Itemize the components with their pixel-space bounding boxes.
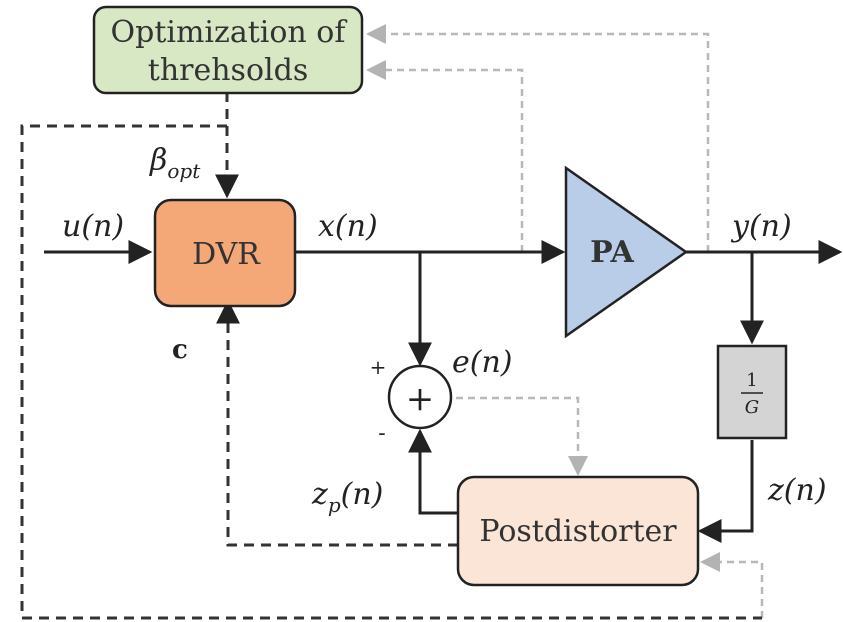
label-beta-base: β: [149, 143, 167, 178]
label-y: y(n): [730, 209, 792, 244]
gray-feedback-paths: [366, 24, 764, 618]
feedback-y-to-optimization: [366, 24, 710, 252]
dvr-block: DVR: [153, 198, 297, 308]
pa-label: PA: [590, 235, 634, 270]
outer-loop-path: [20, 124, 762, 620]
gain-to-postdistorter-path: [697, 440, 754, 543]
optimization-label-line2: threhsolds: [148, 53, 308, 88]
coefficient-path: [216, 299, 458, 547]
error-to-postdistorter: [444, 396, 588, 476]
postdistorter-block: Postdistorter: [456, 475, 700, 587]
dvr-label: DVR: [192, 237, 261, 272]
summing-junction: + + -: [370, 355, 453, 446]
dvr-box: [153, 198, 297, 308]
gain-box: [716, 344, 788, 440]
postdistorter-box: [456, 475, 700, 587]
summer-plus-sign: +: [370, 355, 387, 379]
gain-numerator: 1: [746, 370, 757, 391]
label-zp-sub: p: [328, 493, 341, 517]
gain-denominator: G: [745, 397, 759, 418]
label-z: z(n): [767, 473, 827, 508]
summer-symbol: +: [406, 379, 435, 419]
optimization-box: [92, 5, 364, 95]
label-x: x(n): [318, 209, 378, 244]
label-e: e(n): [452, 345, 512, 380]
pa-triangle: [564, 165, 689, 339]
postdistorter-label: Postdistorter: [479, 514, 677, 549]
label-beta-opt: βopt: [149, 143, 201, 183]
feedback-to-postdistorter-bottom: [700, 552, 764, 618]
summer-circle: [387, 364, 453, 430]
label-beta-sub: opt: [167, 159, 201, 183]
feedback-x-to-optimization: [366, 60, 524, 252]
pa-block: PA: [564, 165, 689, 339]
optimization-block: Optimization of threhsolds: [92, 5, 364, 95]
label-zp-base: z: [311, 477, 328, 512]
gain-block: 1 G: [716, 344, 788, 440]
label-zp: zp(n): [311, 477, 383, 517]
label-u: u(n): [62, 209, 124, 244]
dashed-control-paths: [20, 92, 762, 620]
postdistorter-to-summer-path: [408, 428, 458, 515]
optimization-label-line1: Optimization of: [111, 15, 348, 50]
label-zp-arg: (n): [341, 477, 384, 512]
summer-minus-sign: -: [378, 421, 385, 446]
signal-paths: [44, 240, 843, 543]
label-coefficients: c: [172, 335, 188, 365]
